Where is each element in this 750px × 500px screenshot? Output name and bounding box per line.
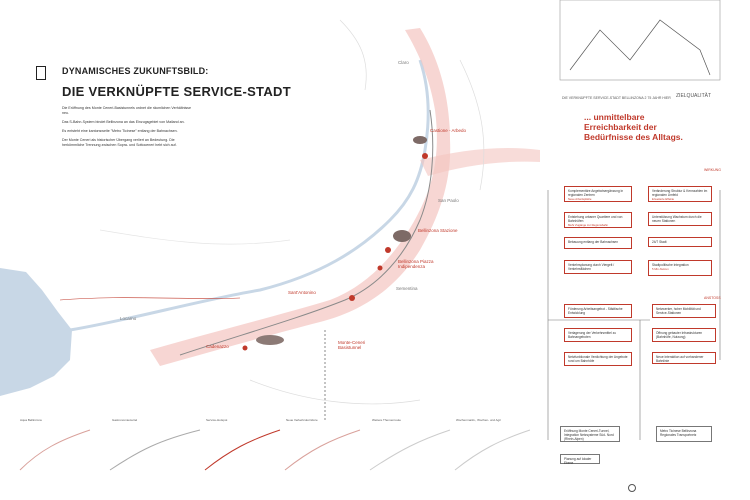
circle-icon xyxy=(628,484,636,492)
district-cadenazzo xyxy=(256,335,284,345)
urban-band xyxy=(150,28,451,366)
river-ticino xyxy=(69,59,430,332)
label-locarno: Locarno xyxy=(120,316,137,321)
label-sementina: Sementina xyxy=(396,286,418,291)
box-text: Öffnung gebauter Infrastrukturen (Bahnhö… xyxy=(656,331,703,339)
box-text: Stadtpolitische Integration xyxy=(652,263,689,267)
box-text: Förderung Arbeitsangebot - Städtische En… xyxy=(568,307,623,315)
rail-main xyxy=(179,109,434,356)
district-castione xyxy=(413,136,427,144)
effect-box: Komplementäre Angebotsergänzung in regio… xyxy=(564,186,632,202)
effect-box: Verkehrsplanung durch Viergelt / Verkehr… xyxy=(564,260,632,274)
topo-2 xyxy=(459,59,485,191)
trigger-box: Metro Ticinese Bellinzona Regionales Tra… xyxy=(656,426,712,442)
station-piazza xyxy=(377,265,383,271)
lake-maggiore xyxy=(0,268,72,396)
cause-box: Neue Interaktion auf vorhandener Bahnlin… xyxy=(652,352,716,364)
effect-box: Unterstützung Wachstum durch die neuen S… xyxy=(648,212,712,226)
effect-box: Bebauung entlang der Bahnachsen xyxy=(564,237,632,249)
box-tag: Erweiterte Effekte xyxy=(652,197,675,201)
topo-4 xyxy=(99,229,291,245)
station-bellinzona xyxy=(385,247,391,253)
intro-text: Die Eröffnung des Monte Ceneri-Basistunn… xyxy=(62,106,192,152)
cause-box: Öffnung gebauter Infrastrukturen (Bahnhö… xyxy=(652,328,716,342)
cause-box: Netzwerker, hoher Mobilität und Service-… xyxy=(652,304,716,318)
box-text: Bebauung entlang der Bahnachsen xyxy=(568,240,618,244)
label-bellinzona-piazza: Bellinzona Piazza Indipendenza xyxy=(398,259,434,269)
cause-box: Netzfunktionale Verdichtung der Angebote… xyxy=(564,352,632,366)
intro-paragraph: Die Eröffnung des Monte Ceneri-Basistunn… xyxy=(62,106,191,115)
sketch-lines xyxy=(569,19,711,76)
topo-1 xyxy=(339,19,367,91)
station-castione xyxy=(422,153,428,159)
effect-box: Veränderung Struktur & Kennzahlen im reg… xyxy=(648,186,712,202)
label-bellinzona-station: Bellinzona Stazione xyxy=(418,228,458,233)
label-sant-antonino: Sant'Antonino xyxy=(288,290,316,295)
strip-map-5 xyxy=(369,429,451,471)
trigger-box: Eröffnung Monte Ceneri-Tunnel, Integrati… xyxy=(560,426,620,442)
cause-box: Verlagerung der Verkehrsmittel zu Bahnan… xyxy=(564,328,632,342)
box-text: Netzfunktionale Verdichtung der Angebote… xyxy=(568,355,628,363)
station-sant-antonino xyxy=(349,295,355,301)
topo-3 xyxy=(249,379,421,405)
panel-header: DIE VERKNÜPFTE SERVICE-STADT BELLINZONA … xyxy=(562,96,671,100)
panel-headline: ... unmittelbare Erreichbarkeit der Bedü… xyxy=(584,112,683,142)
box-text: Planung auf lokaler Ebene xyxy=(564,457,592,465)
wirkung-label: WIRKUNG xyxy=(704,168,721,172)
strip-map-3 xyxy=(204,429,281,471)
subtitle: DYNAMISCHES ZUKUNFTSBILD: xyxy=(62,66,209,76)
cause-box: Förderung Arbeitsangebot - Städtische En… xyxy=(564,304,632,318)
box-text: Eröffnung Monte Ceneri-Tunnel, Integrati… xyxy=(564,429,614,441)
label-san-paolo: San Paolo xyxy=(438,198,459,203)
ziel-label: ZIELQUALITÄT xyxy=(676,93,712,99)
label-claro: Claro xyxy=(398,60,409,65)
box-text: 24/7 Stadt xyxy=(652,240,667,244)
box-text: Entstehung urbaner Quartiere und von Bah… xyxy=(568,215,623,223)
effect-box: Entstehung urbaner Quartiere und von Bah… xyxy=(564,212,632,228)
box-text: Unterstützung Wachstum durch die neuen S… xyxy=(652,215,702,223)
box-text: Komplementäre Angebotsergänzung in regio… xyxy=(568,189,624,197)
tool-icon xyxy=(36,66,46,80)
box-tag: Mehr Zugänge zur Regionsbahn xyxy=(568,223,609,227)
box-text: Verkehrsplanung durch Viergelt / Verkehr… xyxy=(568,263,615,271)
box-text: Netzwerker, hoher Mobilität und Service-… xyxy=(656,307,701,315)
intro-paragraph: Das S-Bahn-System bindet Bellinzona an d… xyxy=(62,120,185,124)
box-tag: 5 Min-Nutzen xyxy=(652,267,669,271)
label-cadenazzo: Cadenazzo xyxy=(206,344,229,349)
trigger-box: Planung auf lokaler Ebene xyxy=(560,454,600,465)
strip-label: Aqua Bellinzona xyxy=(20,418,42,422)
label-monte-ceneri: Monte-Ceneri Basistunnel xyxy=(338,340,366,350)
strip-map-6 xyxy=(454,429,531,471)
strip-label: Neue Verkehrskorridore xyxy=(286,418,318,422)
page-title: DIE VERKNÜPFTE SERVICE-STADT xyxy=(62,84,291,99)
intro-paragraph: Der Monte Ceneri als historischer Überga… xyxy=(62,138,177,147)
road-west xyxy=(59,297,241,301)
box-text: Neue Interaktion auf vorhandener Bahnlin… xyxy=(656,355,704,363)
box-text: Verlagerung der Verkehrsmittel zu Bahnan… xyxy=(568,331,617,339)
district-bellinzona xyxy=(393,230,411,242)
intro-paragraph: Es entsteht eine kantonsweite "Metro Tic… xyxy=(62,129,178,133)
box-text: Veränderung Struktur & Kennzahlen im reg… xyxy=(652,189,708,197)
strip-label: Weitere Themenroute xyxy=(372,418,401,422)
anstoss-label: ANSTOSS xyxy=(704,296,721,300)
effect-box: 24/7 Stadt xyxy=(648,237,712,247)
sketch-illustration xyxy=(559,0,721,81)
box-text: Metro Ticinese Bellinzona Regionales Tra… xyxy=(660,429,697,437)
strip-map-1 xyxy=(19,429,91,471)
box-tag: Neue Arbeitsplätze xyxy=(568,197,592,201)
diagram-connectors xyxy=(547,190,721,440)
label-castione: Castione - Arbedo xyxy=(430,128,467,133)
strip-map-2 xyxy=(109,429,201,471)
urban-band-east xyxy=(420,148,540,176)
strip-label: Wochenmarkt-, Wochen- und Agri xyxy=(456,418,501,422)
strip-label: Service-Hotspot xyxy=(206,418,228,422)
strip-label: Gastronomieviertel xyxy=(112,418,138,422)
station-cadenazzo xyxy=(242,345,248,351)
strip-map-4 xyxy=(284,429,361,471)
